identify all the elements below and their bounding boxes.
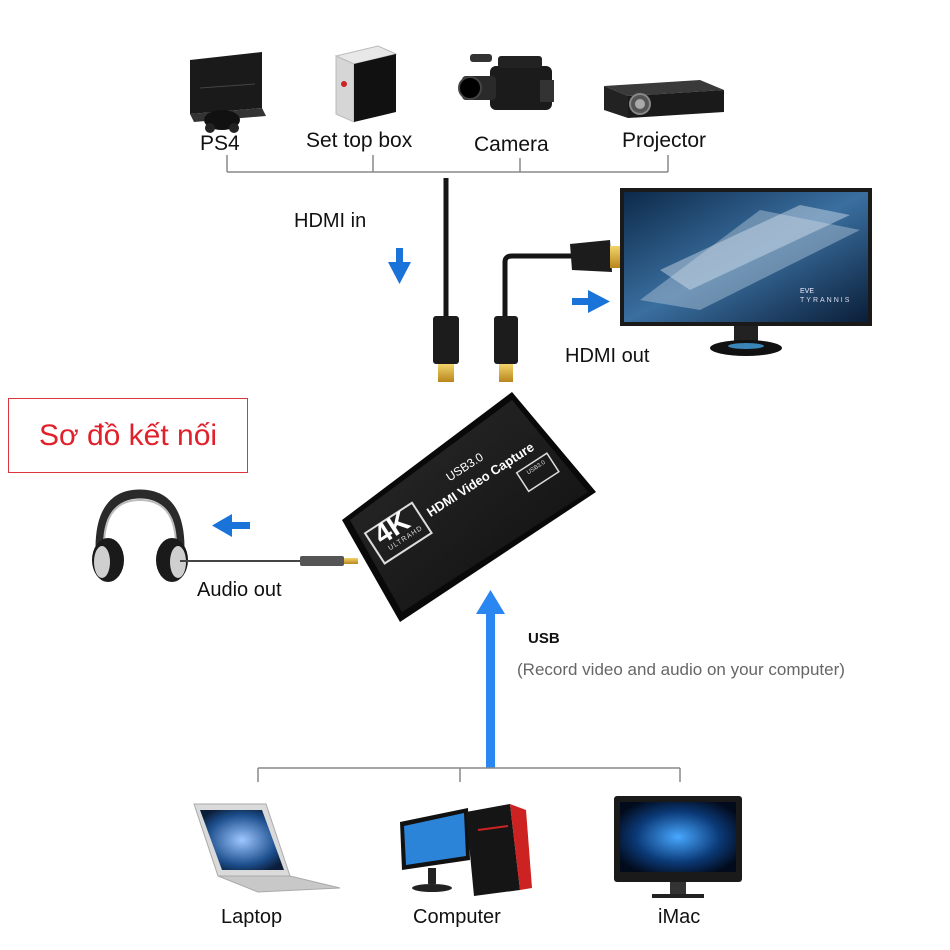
set-top-box-label: Set top box <box>306 129 413 152</box>
hdmi-in-label: HDMI in <box>294 210 367 232</box>
audio-out-label: Audio out <box>197 579 282 601</box>
hdmi-in-arrow-icon <box>388 248 411 284</box>
audio-out-arrow-icon <box>212 514 250 537</box>
monitor-screen-title: EVE <box>800 288 815 295</box>
imac-icon <box>614 796 742 898</box>
monitor-screen-subtitle: TYRANNIS <box>800 297 852 304</box>
hdmi-out-arrow-icon <box>572 290 610 313</box>
ps4-label: PS4 <box>200 132 240 155</box>
imac-label: iMac <box>658 906 701 928</box>
set-top-box-icon <box>334 45 398 123</box>
hdmi-in-cable <box>433 178 459 382</box>
input-bracket-lines <box>226 155 669 173</box>
ps4-icon <box>190 52 266 133</box>
capture-device-icon <box>300 392 596 622</box>
computer-label: Computer <box>413 906 501 928</box>
laptop-icon <box>193 803 341 893</box>
computer-bracket-lines <box>257 767 681 782</box>
diagram-title-box: Sơ đồ kết nối <box>8 398 248 473</box>
projector-label: Projector <box>622 129 707 152</box>
usb-arrow-icon <box>476 590 505 768</box>
computer-icon <box>400 804 532 896</box>
headphones-icon <box>92 489 188 582</box>
laptop-label: Laptop <box>221 906 283 928</box>
monitor-icon <box>620 188 872 356</box>
hdmi-out-cable <box>494 240 624 382</box>
projector-icon <box>604 80 724 118</box>
usb-label: USB <box>528 630 560 647</box>
diagram-title: Sơ đồ kết nối <box>38 418 218 452</box>
hdmi-out-label: HDMI out <box>565 345 650 367</box>
usb-note: (Record video and audio on your computer… <box>517 660 845 679</box>
camera-label: Camera <box>474 133 549 156</box>
camera-icon <box>458 54 554 110</box>
